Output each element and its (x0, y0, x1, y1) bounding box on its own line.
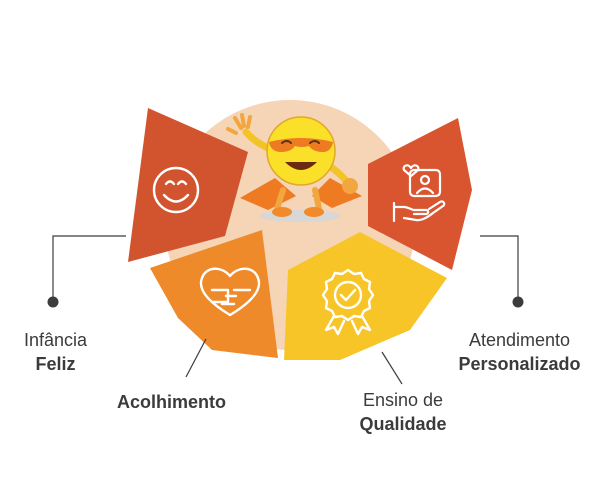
leader-line-personalizado (480, 235, 519, 302)
leader-line-acolhimento (185, 338, 207, 378)
smiley-icon (152, 166, 200, 214)
superhero-smiley-mascot-icon (226, 113, 362, 222)
label-acolhimento: Acolhimento (117, 392, 227, 412)
label-ensino-line1: Ensino de (362, 390, 444, 410)
label-ensino-qualidade: Ensino de Qualidade (344, 388, 462, 436)
leader-dot-feliz (47, 296, 59, 308)
segment-ensino-qualidade (284, 232, 447, 360)
hug-heart-icon (199, 267, 261, 317)
label-infancia-line2: Feliz (35, 354, 76, 374)
label-atendimento-line2: Personalizado (458, 354, 581, 374)
label-infancia-feliz: Infância Feliz (8, 328, 103, 376)
segment-acolhimento (150, 230, 278, 358)
label-infancia-line1: Infância (23, 330, 88, 350)
quality-badge-icon (321, 268, 375, 336)
label-atendimento-personalizado: Atendimento Personalizado (442, 328, 597, 376)
segment-infancia-feliz (128, 108, 248, 262)
hand-care-icon (392, 164, 446, 223)
leader-dot-personalizado (512, 296, 524, 308)
label-atendimento-line1: Atendimento (468, 330, 571, 350)
leader-line-qualidade (381, 351, 403, 385)
segment-atendimento-personalizado (368, 118, 472, 270)
leader-line-feliz (52, 235, 126, 302)
label-ensino-line2: Qualidade (359, 414, 447, 434)
